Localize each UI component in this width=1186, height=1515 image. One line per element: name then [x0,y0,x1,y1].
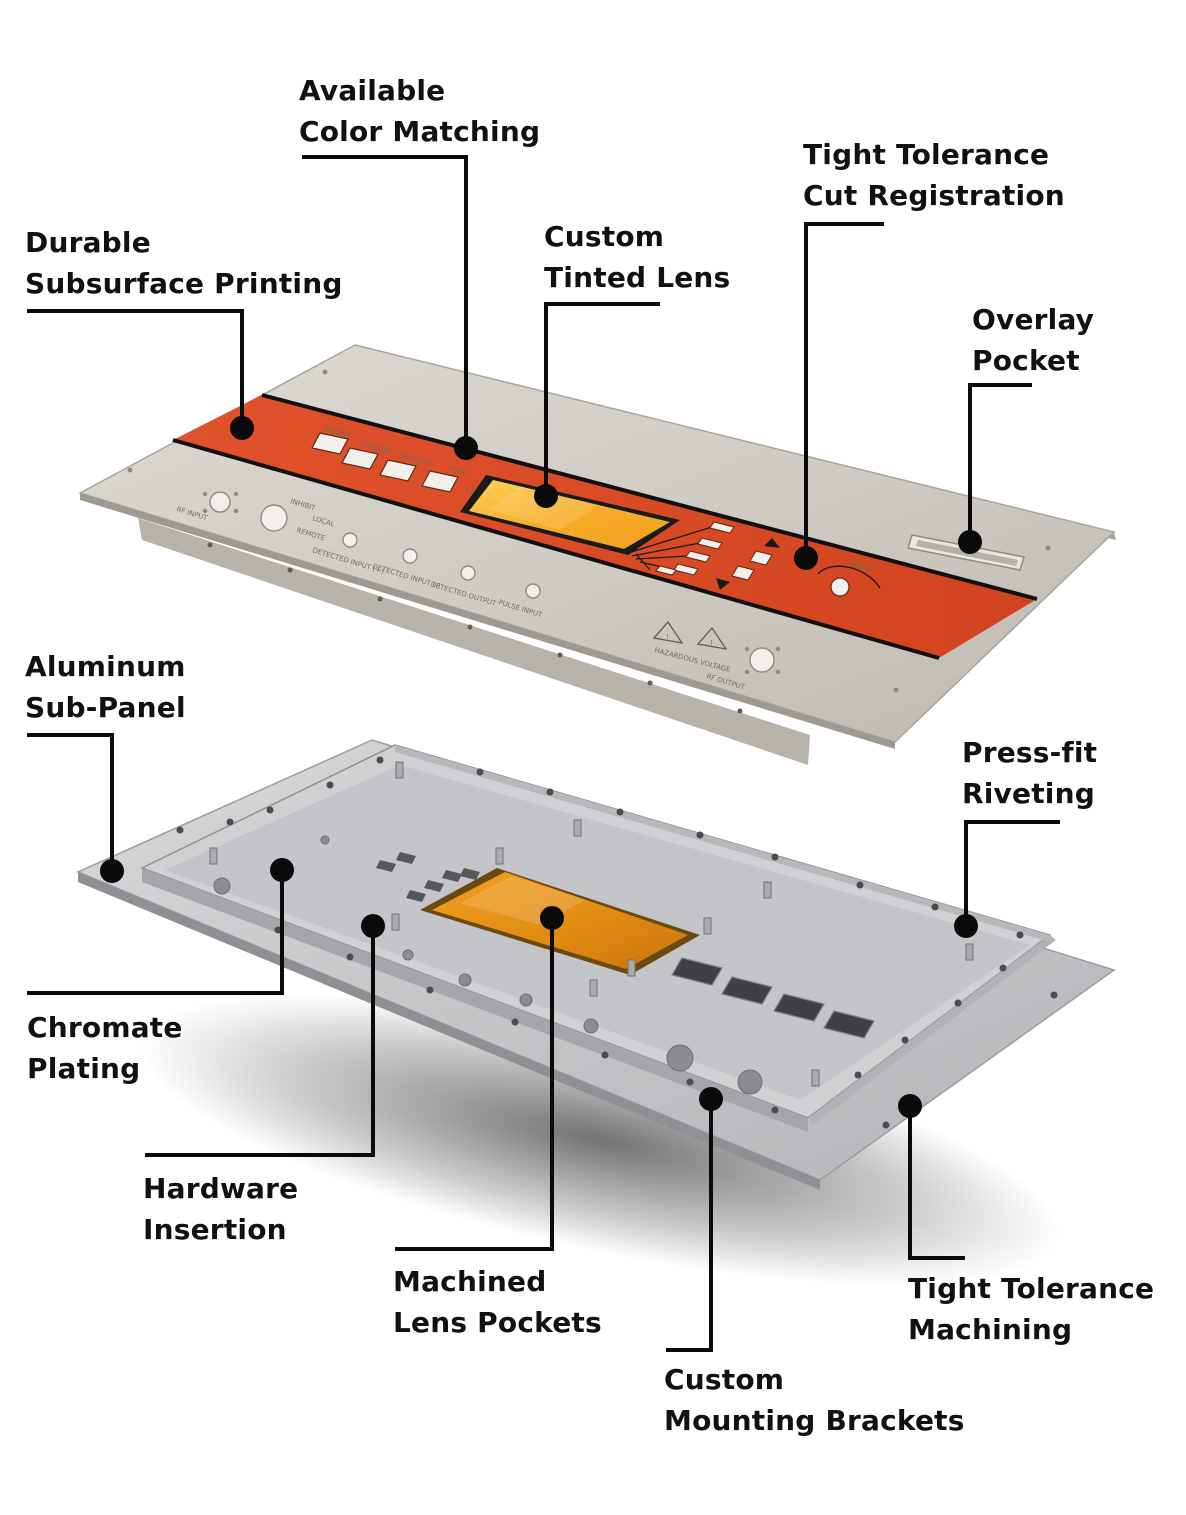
aluminum-subpanel-assembly [76,739,1116,1286]
callout-tight-tolerance-cut-registration: Tight Tolerance Cut Registration [803,134,1065,216]
right-rail [808,935,1056,1126]
callout-overlay-pocket: Overlay Pocket [972,299,1094,381]
svg-text:!: ! [710,639,713,647]
leader-custom-mounting-brackets [666,1099,713,1352]
callout-line: Chromate [27,1011,183,1044]
callout-line: Tinted Lens [544,261,731,294]
indicator-leader-lines [627,526,713,571]
leader-available-color-matching [302,155,468,448]
leader-machined-lens-pockets [395,918,554,1251]
small-slots [376,852,480,902]
marker-custom-tinted-lens [534,484,558,508]
front-rail [142,868,808,1132]
panel-front-edge [80,493,895,749]
callout-line: Machining [908,1313,1073,1346]
callout-durable-subsurface-printing: Durable Subsurface Printing [25,222,343,304]
callout-line: Subsurface Printing [25,267,343,300]
stripe-top-border [261,393,1038,601]
callout-press-fit-riveting: Press-fit Riveting [962,732,1097,814]
indicator-windows [655,521,735,576]
base-plate-edge [78,872,820,1190]
callout-line: Overlay [972,303,1095,336]
callout-line: Tight Tolerance [908,1272,1155,1305]
callout-line: Press-fit [962,736,1098,769]
square-cutouts [671,957,875,1039]
lens-reflection [490,486,600,530]
callout-custom-mounting-brackets: Custom Mounting Brackets [664,1359,965,1441]
printed-overlay-panel: POWER STANDBY OPERATE FAULT RESET [78,344,1116,765]
callout-line: Hardware [143,1172,299,1205]
marker-durable-subsurface-printing [230,416,254,440]
rear-rail [395,745,1050,942]
button-windows [311,432,459,493]
callout-line: Mounting Brackets [664,1404,965,1437]
connector-holes [209,491,775,673]
callout-tight-tolerance-machining: Tight Tolerance Machining [908,1268,1154,1350]
rivets [176,756,1058,1129]
marker-tight-tolerance-machining [898,1094,922,1118]
panel-bottom-lip [138,518,810,765]
tinted-lens [469,480,670,549]
marker-press-fit-riveting [954,914,978,938]
callout-chromate-plating: Chromate Plating [27,1007,183,1089]
adjust-hole [830,577,850,597]
callout-line: Pocket [972,344,1080,377]
callout-line: Custom [544,220,665,253]
callout-available-color-matching: Available Color Matching [299,70,540,152]
callout-line: Machined [393,1265,547,1298]
marker-custom-mounting-brackets [699,1087,723,1111]
marker-aluminum-sub-panel [100,859,124,883]
callout-line: Sub-Panel [25,691,186,724]
mounting-holes-small [127,369,1051,693]
leader-hardware-insertion [145,926,375,1157]
callout-machined-lens-pockets: Machined Lens Pockets [393,1261,602,1343]
subpanel-shadow [139,994,1061,1286]
lip-screws [207,542,743,714]
callout-line: Color Matching [299,115,541,148]
callout-line: Lens Pockets [393,1306,602,1339]
marker-overlay-pocket [958,530,982,554]
callout-aluminum-sub-panel: Aluminum Sub-Panel [25,646,186,728]
leader-aluminum-sub-panel [27,733,114,871]
callout-hardware-insertion: Hardware Insertion [143,1168,298,1250]
leader-tight-tolerance-machining [908,1106,965,1260]
callout-line: Insertion [143,1213,287,1246]
stripe-bottom-border [172,438,940,660]
marker-tight-tolerance-cut-registration [794,546,818,570]
leader-durable-subsurface-printing [27,309,244,428]
marker-hardware-insertion [361,914,385,938]
leader-chromate-plating [27,870,284,995]
callout-line: Tight Tolerance [803,138,1050,171]
callout-line: Cut Registration [803,179,1065,212]
adjust-arc [817,565,881,589]
marker-chromate-plating [270,858,294,882]
callout-line: Available [299,74,446,107]
subpanel-holes [213,835,763,1095]
hazard-triangle-icon: ! ! [652,620,728,650]
callout-custom-tinted-lens: Custom Tinted Lens [544,216,730,298]
leader-tight-tolerance-cut-registration [804,222,884,558]
up-arrow-icon [764,538,780,548]
adjust-windows [731,550,773,581]
down-arrow-icon [716,578,730,590]
callout-line: Custom [664,1363,785,1396]
callout-line: Plating [27,1052,141,1085]
marker-machined-lens-pockets [540,906,564,930]
callout-leaders [27,155,1060,1352]
leader-custom-tinted-lens [544,302,660,496]
leader-overlay-pocket [968,383,1032,542]
press-fit-standoffs [209,761,974,1087]
callout-line: Riveting [962,777,1095,810]
svg-text:!: ! [666,633,669,641]
marker-available-color-matching [454,436,478,460]
callout-line: Durable [25,226,151,259]
callout-line: Aluminum [25,650,186,683]
leader-press-fit-riveting [964,820,1060,926]
